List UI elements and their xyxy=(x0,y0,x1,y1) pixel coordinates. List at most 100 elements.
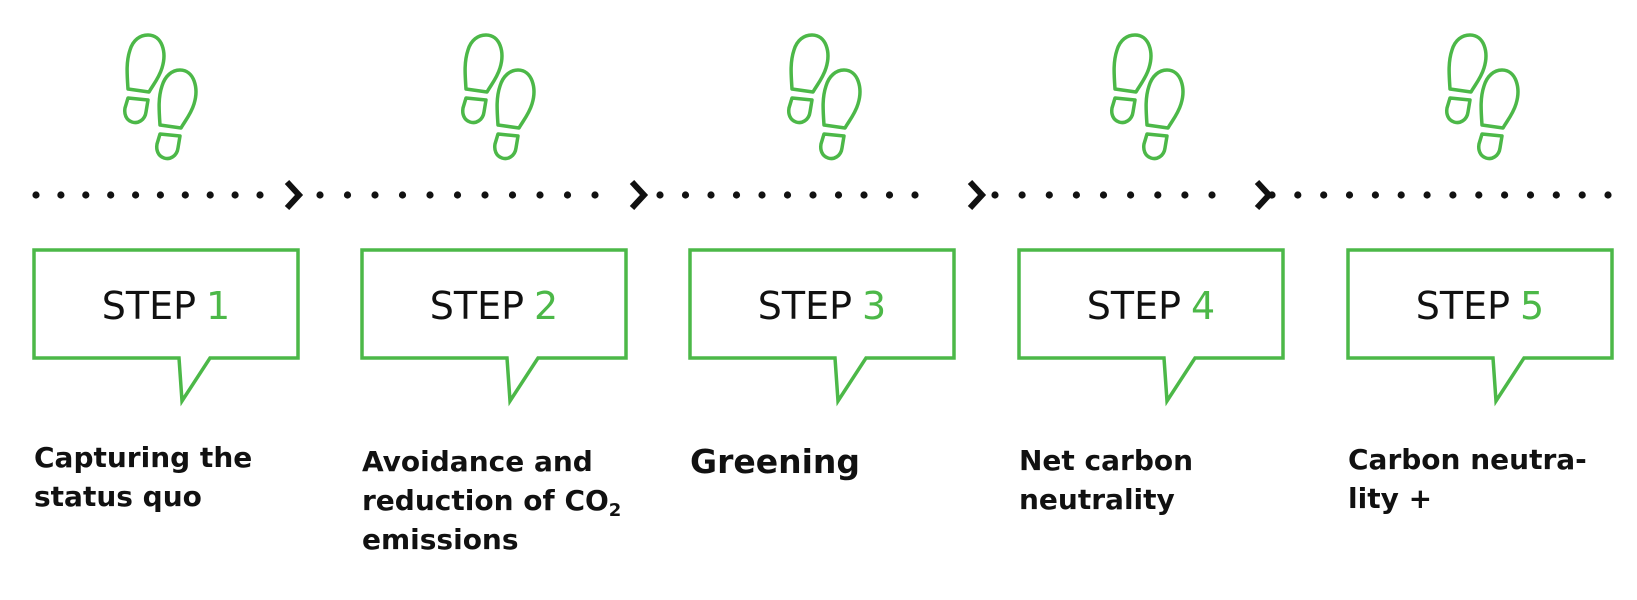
timeline-dot xyxy=(991,191,999,199)
timeline-dot xyxy=(834,191,843,199)
description-line: reduction of CO2 xyxy=(362,481,662,520)
timeline-dot xyxy=(481,191,489,199)
step-label: STEP xyxy=(1086,284,1182,328)
timeline-dot xyxy=(656,191,664,199)
step-description: Greening xyxy=(690,442,990,481)
timeline-dot xyxy=(508,191,517,199)
speech-bubble xyxy=(32,248,300,407)
timeline-dot xyxy=(563,191,572,199)
footsteps-icon xyxy=(123,33,198,161)
timeline-dot xyxy=(82,191,90,199)
description-line: Carbon neutra- xyxy=(1348,443,1587,476)
timeline-dot xyxy=(1127,191,1135,199)
timeline-dot xyxy=(707,191,715,199)
timeline-dot xyxy=(316,191,324,199)
timeline-dot xyxy=(732,191,741,199)
timeline-dot xyxy=(1072,191,1080,199)
description-line: emissions xyxy=(362,523,519,556)
step-description: Avoidance and reduction of CO2 emissions xyxy=(362,442,662,559)
description-line: lity + xyxy=(1348,482,1433,515)
timeline-dot xyxy=(1526,191,1535,199)
timeline-dot xyxy=(1294,191,1302,199)
timeline-dot xyxy=(206,191,214,199)
timeline-dot xyxy=(860,191,868,199)
timeline-dot xyxy=(758,191,766,199)
subscript: 2 xyxy=(608,500,622,521)
timeline-dot xyxy=(885,191,894,199)
step-description: Net carbon neutrality xyxy=(1019,441,1319,519)
step-number: 1 xyxy=(206,284,231,328)
timeline-dot xyxy=(1208,191,1216,199)
chevron-right-icon xyxy=(1254,179,1274,211)
timeline-dot xyxy=(1045,191,1053,199)
timeline-dot xyxy=(107,191,115,199)
timeline-dot xyxy=(1154,191,1162,199)
timeline-dot xyxy=(783,191,792,199)
timeline-dot xyxy=(1181,191,1189,199)
timeline-dot xyxy=(1320,191,1328,199)
chevron-right-icon xyxy=(967,179,987,211)
timeline-dot xyxy=(809,191,817,199)
timeline-dot xyxy=(371,191,379,199)
chevron-right-icon xyxy=(284,179,304,211)
timeline-dot xyxy=(1345,191,1354,199)
step-number: 5 xyxy=(1520,284,1545,328)
timeline-dot xyxy=(181,191,189,199)
description-line: neutrality xyxy=(1019,483,1175,516)
footsteps-icon xyxy=(787,33,862,161)
speech-bubble xyxy=(1017,248,1285,407)
description-line: status quo xyxy=(34,480,202,513)
description-line: Net carbon xyxy=(1019,444,1194,477)
description-line: Avoidance and xyxy=(362,445,593,478)
timeline xyxy=(32,179,1612,211)
timeline-dot xyxy=(1552,191,1560,199)
timeline-dot xyxy=(1397,191,1405,199)
timeline-dot xyxy=(256,191,264,199)
timeline-dot xyxy=(156,191,164,199)
timeline-dot xyxy=(1099,191,1108,199)
timeline-dot xyxy=(1475,191,1483,199)
step-label: STEP xyxy=(757,284,853,328)
footsteps-icon xyxy=(461,33,536,161)
step-description: Carbon neutra- lity + xyxy=(1348,440,1637,518)
timeline-dot xyxy=(1501,191,1509,199)
step-description: Capturing the status quo xyxy=(34,438,334,516)
timeline-dot xyxy=(32,191,40,199)
timeline-dot xyxy=(57,191,65,199)
step-label: STEP xyxy=(429,284,525,328)
timeline-dot xyxy=(911,191,919,199)
step-number: 2 xyxy=(534,284,559,328)
timeline-dot xyxy=(1578,191,1586,199)
timeline-dot xyxy=(1449,191,1457,199)
timeline-dot xyxy=(1604,191,1612,199)
timeline-dot xyxy=(681,191,690,199)
footsteps-icon xyxy=(1110,33,1185,161)
chevron-right-icon xyxy=(629,179,649,211)
step-label: STEP xyxy=(101,284,197,328)
speech-bubble xyxy=(360,248,628,407)
step-number: 4 xyxy=(1191,284,1216,328)
timeline-dot xyxy=(398,191,407,199)
timeline-dot xyxy=(132,191,140,199)
timeline-dot xyxy=(1371,191,1379,199)
timeline-dot xyxy=(1423,191,1431,199)
description-line: Capturing the xyxy=(34,441,253,474)
description-line-text: reduction of CO xyxy=(362,484,609,517)
timeline-dot xyxy=(231,191,239,199)
footsteps-icon xyxy=(1445,33,1520,161)
timeline-dot xyxy=(343,191,352,199)
timeline-dot xyxy=(591,191,599,199)
speech-bubble xyxy=(688,248,956,407)
timeline-dot xyxy=(536,191,544,199)
